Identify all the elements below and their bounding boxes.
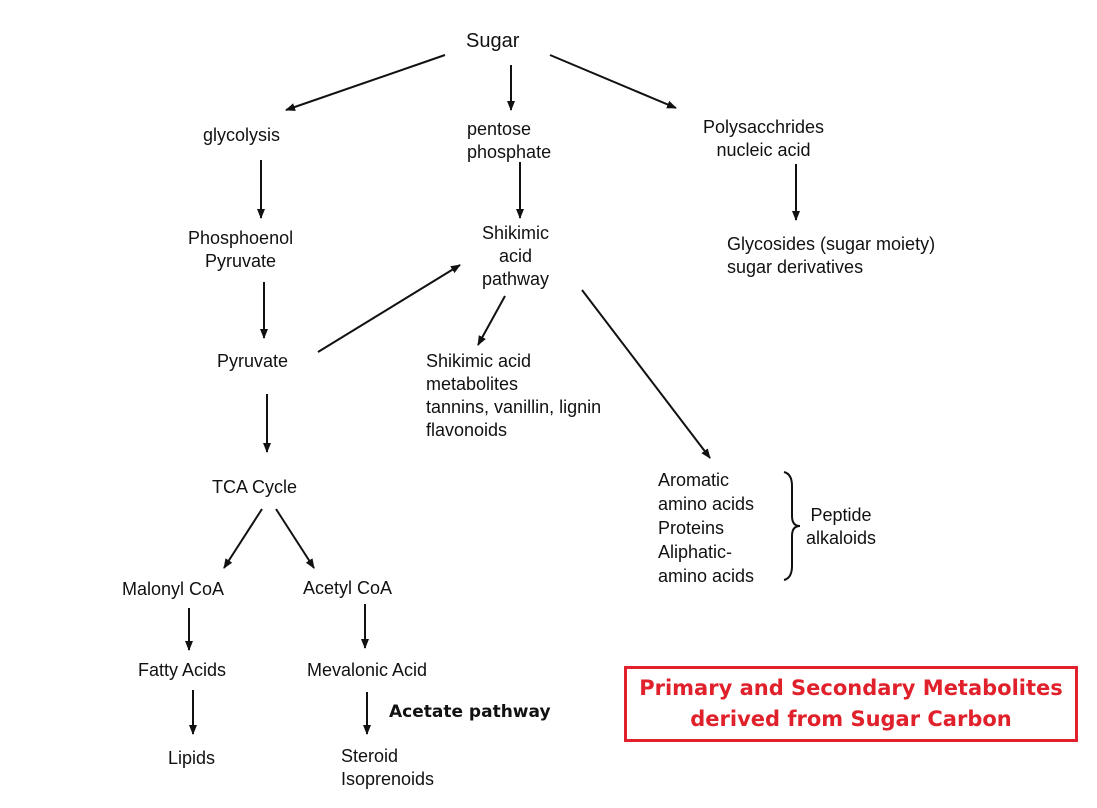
node-shikimic-pathway: Shikimic acid pathway	[482, 222, 549, 291]
node-peptide-line1: Peptide	[810, 505, 872, 525]
node-lipids: Lipids	[168, 748, 216, 768]
node-aromatic-line5: amino acids	[658, 566, 755, 586]
node-shikimic-line1: Shikimic	[482, 223, 550, 243]
node-polysaccharides: Polysacchrides nucleic acid	[703, 116, 824, 162]
caption-box: Primary and Secondary Metabolites derive…	[624, 666, 1078, 742]
node-glycosides-line1: Glycosides (sugar moiety)	[727, 234, 936, 254]
node-shikimic-line2: acid	[499, 246, 533, 266]
node-steroid-line1: Steroid	[341, 746, 399, 766]
node-pentose-line1: pentose	[467, 119, 532, 139]
node-steroid-line2: Isoprenoids	[341, 769, 435, 789]
node-peptide-alkaloids: Peptide alkaloids	[806, 504, 876, 550]
arrow-sugar-glycolysis	[285, 54, 446, 111]
arrow-shikimic-metabolites	[477, 295, 506, 346]
node-pep-line2: Pyruvate	[205, 251, 277, 271]
caption-line2: derived from Sugar Carbon	[690, 707, 1012, 731]
node-steroid-isoprenoids: Steroid Isoprenoids	[341, 745, 434, 791]
node-polysaccharides-line1: Polysacchrides	[703, 117, 825, 137]
node-metabolites-line4: flavonoids	[426, 420, 508, 440]
node-glycosides: Glycosides (sugar moiety) sugar derivati…	[727, 233, 935, 279]
node-shikimic-line3: pathway	[482, 269, 550, 289]
node-pentose-line2: phosphate	[467, 142, 552, 162]
caption-line1: Primary and Secondary Metabolites	[639, 676, 1063, 700]
arrow-shikimic-aromatic	[581, 289, 711, 459]
node-pentose-phosphate: pentose phosphate	[467, 118, 551, 164]
node-metabolites-line1: Shikimic acid	[426, 351, 532, 371]
node-mevalonic-acid: Mevalonic Acid	[307, 660, 428, 680]
curly-brace	[783, 471, 801, 581]
node-malonyl-coa: Malonyl CoA	[122, 579, 225, 599]
node-acetyl-coa: Acetyl CoA	[303, 578, 393, 598]
arrow-sugar-polysaccharides	[549, 54, 677, 109]
arrow-tca-acetyl	[275, 508, 315, 569]
node-tca-cycle: TCA Cycle	[212, 477, 298, 497]
node-glycolysis: glycolysis	[203, 125, 281, 145]
node-peptide-line2: alkaloids	[806, 528, 877, 548]
arrow-pyruvate-shikimic	[317, 264, 461, 353]
node-metabolites-line2: metabolites	[426, 374, 519, 394]
node-aromatic-line1: Aromatic	[658, 470, 730, 490]
node-metabolites-line3: tannins, vanillin, lignin	[426, 397, 602, 417]
node-fatty-acids: Fatty Acids	[138, 660, 227, 680]
node-aromatic-amino-acids: Aromatic amino acids Proteins Aliphatic-…	[658, 468, 754, 588]
node-aromatic-line3: Proteins	[658, 518, 725, 538]
node-aromatic-line4: Aliphatic-	[658, 542, 733, 562]
arrow-tca-malonyl	[223, 508, 263, 569]
node-sugar: Sugar	[466, 30, 520, 52]
node-shikimic-metabolites: Shikimic acid metabolites tannins, vanil…	[426, 350, 601, 442]
node-polysaccharides-line2: nucleic acid	[716, 140, 811, 160]
node-glycosides-line2: sugar derivatives	[727, 257, 864, 277]
node-pep-line1: Phosphoenol	[188, 228, 294, 248]
node-pyruvate: Pyruvate	[217, 351, 289, 371]
acetate-pathway-label: Acetate pathway	[389, 702, 551, 722]
node-aromatic-line2: amino acids	[658, 494, 755, 514]
node-phosphoenol-pyruvate: Phosphoenol Pyruvate	[188, 227, 293, 273]
